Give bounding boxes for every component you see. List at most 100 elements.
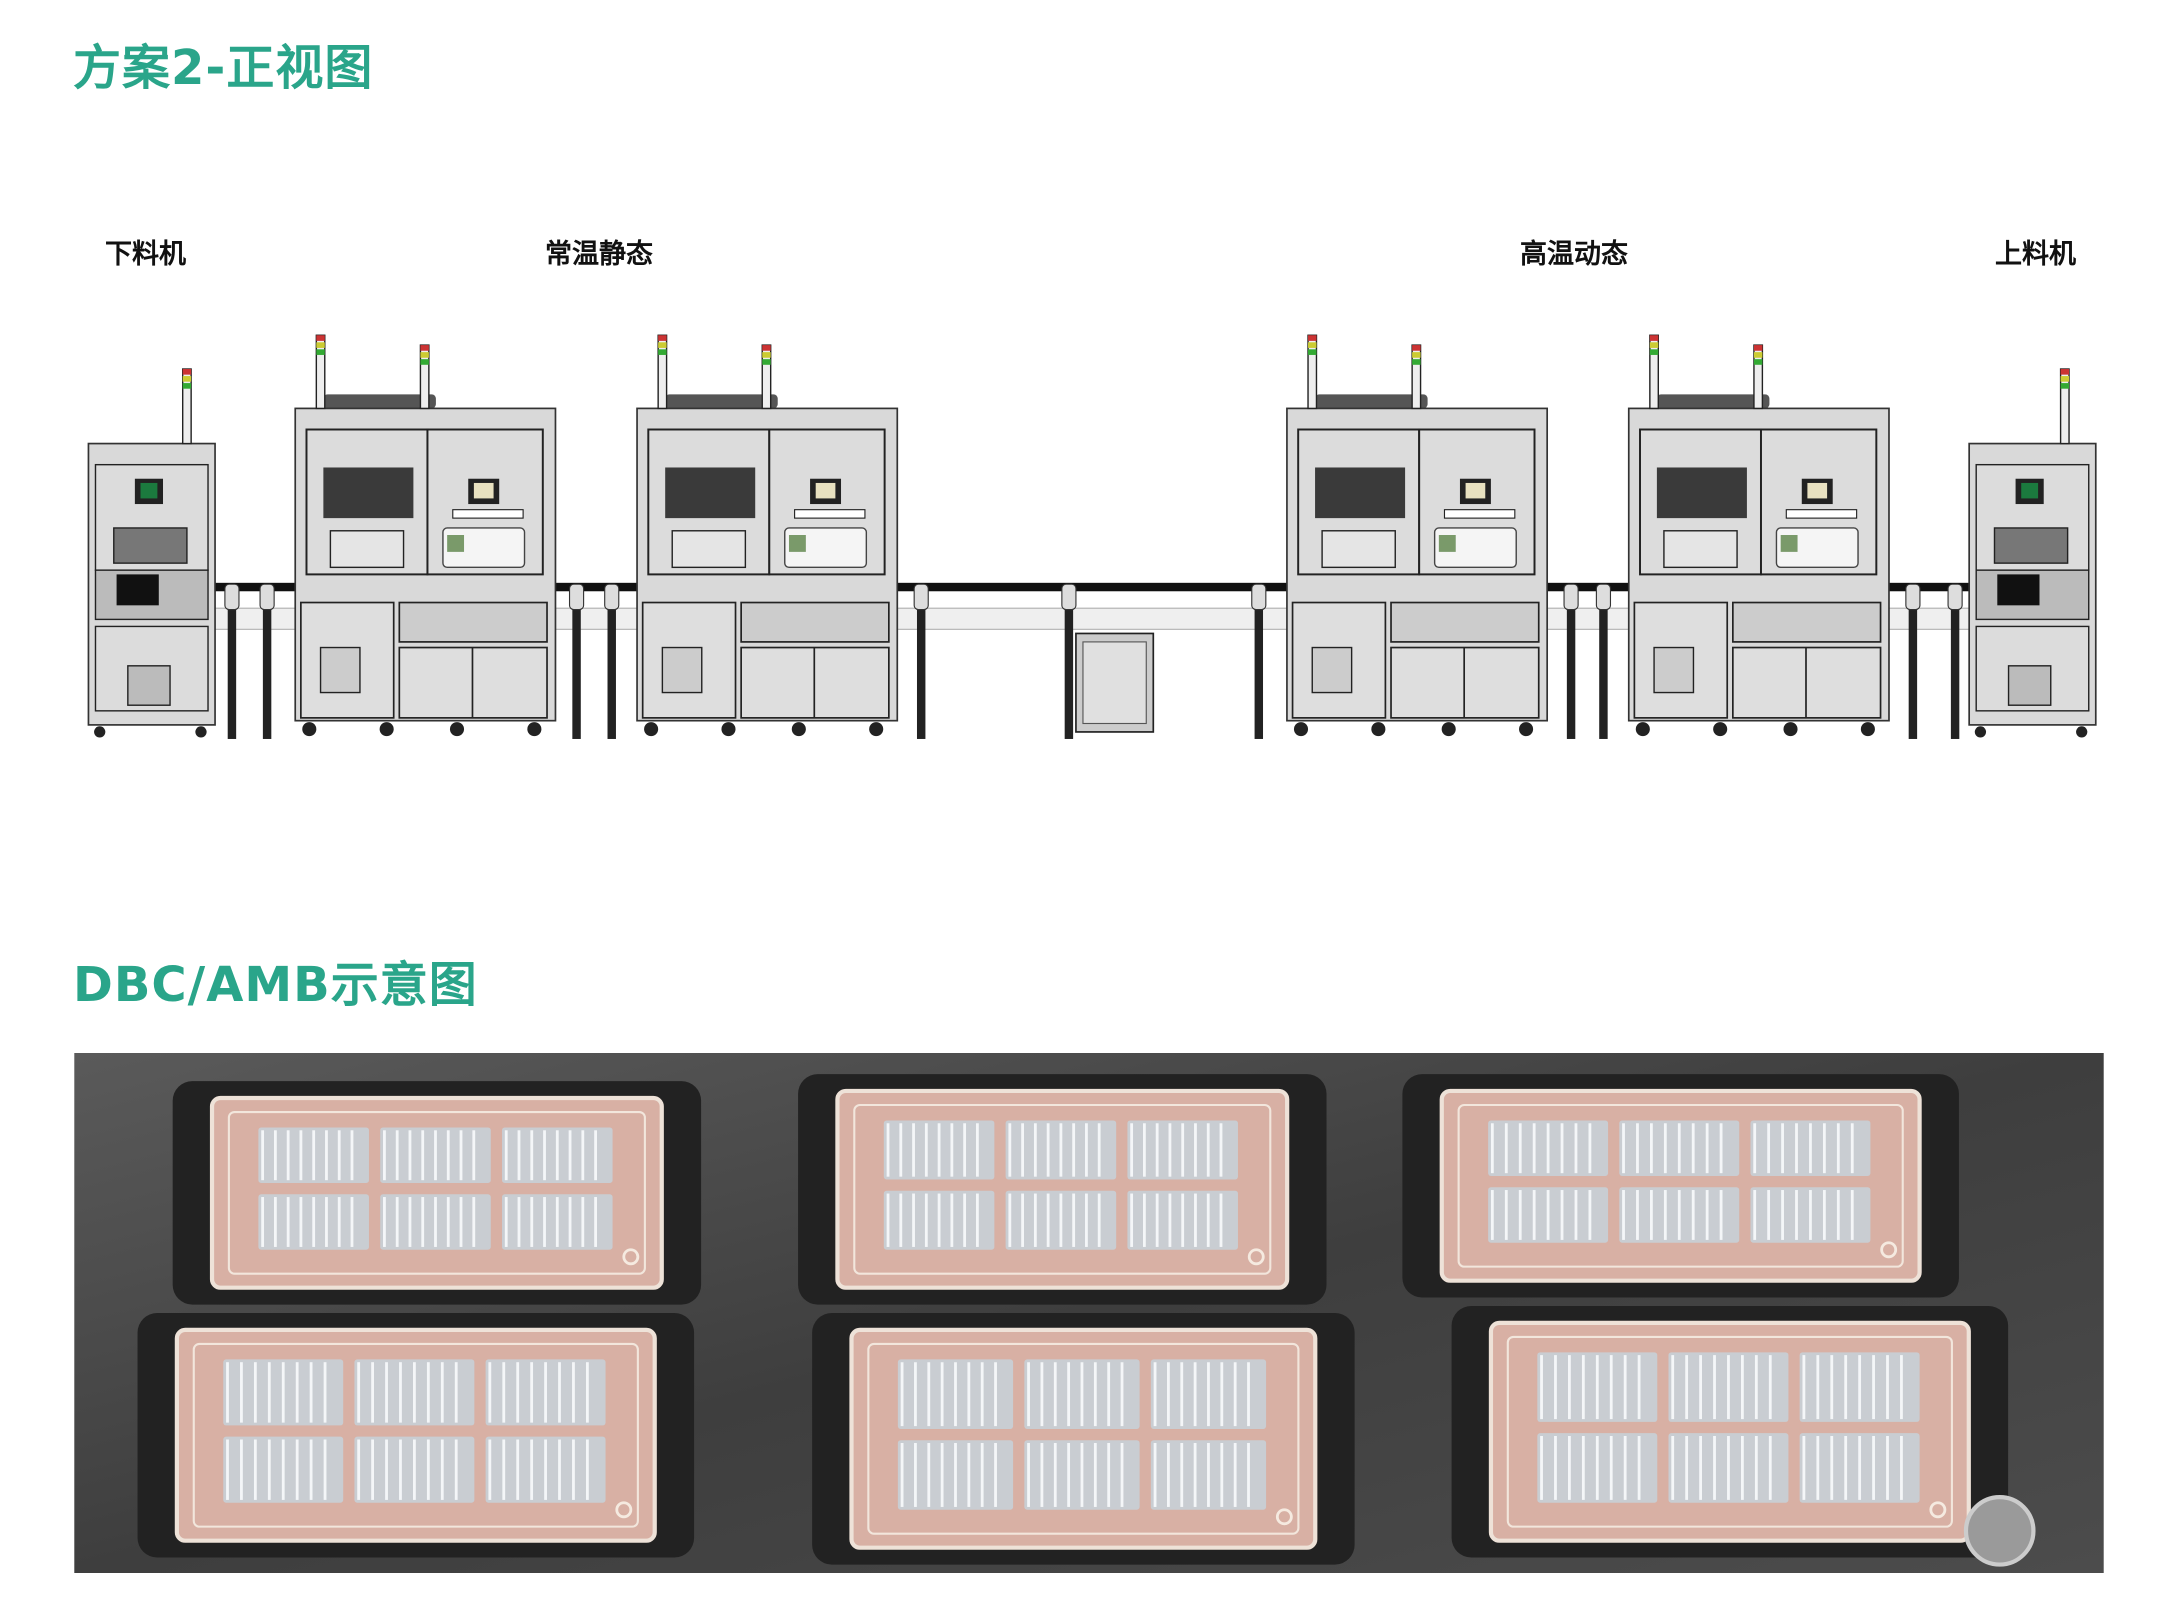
test-machine bbox=[294, 394, 557, 737]
caster-wheel bbox=[379, 722, 394, 737]
signal-light bbox=[420, 359, 429, 365]
signal-light bbox=[316, 342, 325, 348]
hmi-screen bbox=[815, 482, 836, 499]
signal-light bbox=[1753, 352, 1763, 358]
caster-wheel bbox=[1974, 726, 1987, 738]
conveyor-post bbox=[1064, 591, 1074, 739]
caster-wheel bbox=[94, 726, 106, 738]
filter-unit bbox=[1653, 646, 1695, 694]
top-rail bbox=[323, 394, 436, 409]
caster-wheel bbox=[449, 722, 465, 737]
post-bracket bbox=[568, 583, 585, 611]
top-rail bbox=[1656, 394, 1770, 409]
sensor-window bbox=[116, 574, 159, 606]
hatch bbox=[1663, 530, 1738, 569]
conveyor-belt bbox=[210, 582, 1977, 592]
loader-machine bbox=[87, 442, 216, 738]
post-bracket bbox=[913, 583, 929, 611]
signal-light bbox=[658, 335, 667, 341]
signal-light bbox=[420, 352, 429, 358]
signal-light bbox=[2060, 376, 2070, 382]
drawer-panel bbox=[1732, 601, 1882, 643]
section-title-front-view: 方案2-正视图 bbox=[73, 40, 374, 96]
signal-light bbox=[1753, 359, 1763, 365]
production-line-drawing bbox=[87, 334, 2097, 739]
test-machine bbox=[1627, 394, 1890, 737]
caster-wheel bbox=[1293, 722, 1309, 737]
window-part bbox=[788, 535, 806, 552]
signal-light bbox=[182, 383, 192, 389]
substrate bbox=[209, 1095, 664, 1290]
conveyor-post bbox=[227, 591, 237, 739]
signal-light bbox=[182, 369, 192, 375]
signal-light bbox=[1308, 342, 1317, 348]
top-rail bbox=[665, 394, 778, 409]
button-panel bbox=[1443, 509, 1516, 519]
caster-wheel bbox=[2076, 726, 2088, 738]
signal-light bbox=[1412, 359, 1421, 365]
conveyor-post bbox=[916, 591, 926, 739]
access-panel bbox=[2007, 665, 2052, 706]
caster-wheel bbox=[195, 726, 207, 738]
fiducial-mark bbox=[1247, 1248, 1265, 1266]
access-panel bbox=[127, 665, 171, 706]
conveyor-post bbox=[1950, 591, 1960, 739]
signal-light bbox=[1308, 335, 1317, 341]
window bbox=[1993, 527, 2069, 564]
fiducial-mark bbox=[1880, 1241, 1898, 1259]
dbc-amb-photo bbox=[74, 1053, 2104, 1573]
hatch bbox=[1321, 530, 1396, 569]
filter-unit bbox=[1311, 646, 1353, 694]
hatch bbox=[329, 530, 405, 569]
substrate-border bbox=[867, 1342, 1300, 1535]
signal-light bbox=[1649, 342, 1659, 348]
monitor bbox=[1656, 467, 1747, 519]
signal-light bbox=[658, 349, 667, 355]
filter-unit bbox=[319, 646, 361, 694]
post-bracket bbox=[224, 583, 240, 611]
substrate-border bbox=[1506, 1335, 1953, 1528]
signal-light bbox=[420, 345, 429, 351]
window bbox=[113, 527, 188, 564]
monitor bbox=[665, 467, 756, 519]
caster-wheel bbox=[721, 722, 736, 737]
post-bracket bbox=[604, 583, 620, 611]
substrate bbox=[1439, 1088, 1922, 1283]
top-rail bbox=[1315, 394, 1428, 409]
post-bracket bbox=[1251, 583, 1267, 611]
signal-light bbox=[1649, 335, 1659, 341]
conveyor-post bbox=[607, 591, 616, 739]
section-title-dbc-amb: DBC/AMB示意图 bbox=[73, 957, 478, 1013]
caster-wheel bbox=[1371, 722, 1386, 737]
label-unloader: 下料机 bbox=[105, 239, 186, 270]
caster-wheel bbox=[1783, 722, 1798, 737]
substrate-border bbox=[192, 1342, 639, 1528]
button-panel bbox=[794, 509, 866, 519]
signal-light bbox=[762, 352, 771, 358]
post-bracket bbox=[1061, 583, 1077, 611]
caster-wheel bbox=[1860, 722, 1875, 737]
signal-light bbox=[762, 345, 771, 351]
caster-wheel bbox=[1441, 722, 1456, 737]
drawer-panel bbox=[398, 601, 548, 643]
window-part bbox=[1780, 535, 1798, 552]
caster-wheel bbox=[302, 722, 317, 737]
label-room-temp-static: 常温静态 bbox=[545, 239, 653, 270]
signal-light bbox=[1753, 345, 1763, 351]
caster-wheel bbox=[869, 722, 884, 737]
conveyor-post bbox=[572, 591, 581, 739]
substrate-border bbox=[1457, 1103, 1904, 1268]
conveyor-post bbox=[1566, 591, 1576, 739]
test-machine bbox=[636, 394, 899, 737]
button-panel bbox=[452, 509, 524, 519]
hatch bbox=[671, 530, 747, 569]
post-bracket bbox=[1905, 583, 1921, 611]
substrate-border bbox=[853, 1103, 1272, 1275]
signal-light bbox=[1412, 345, 1421, 351]
conveyor-post bbox=[1599, 591, 1608, 739]
caster-wheel bbox=[1713, 722, 1728, 737]
signal-light bbox=[316, 335, 325, 341]
hmi-screen bbox=[1807, 482, 1828, 499]
filter-unit bbox=[661, 646, 703, 694]
fiducial-mark bbox=[615, 1501, 633, 1519]
